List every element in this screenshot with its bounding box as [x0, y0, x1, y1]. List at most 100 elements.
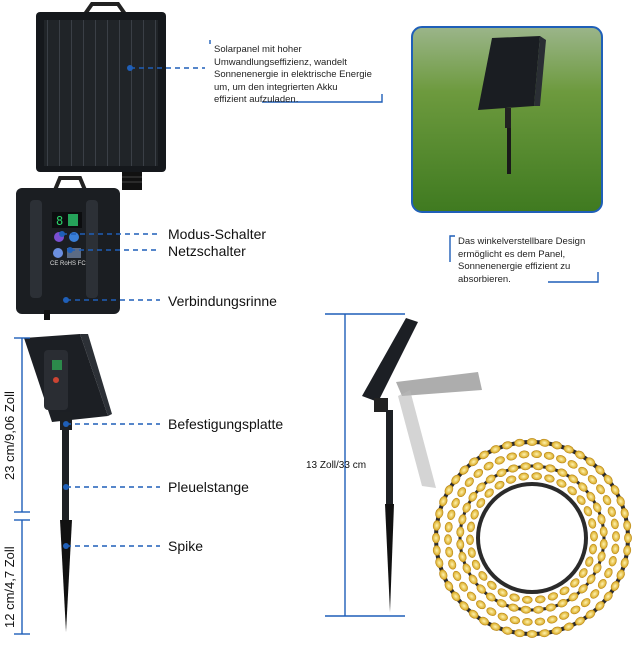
led-bulb — [476, 482, 486, 492]
led-bulb — [459, 601, 469, 611]
led-bulb — [533, 605, 544, 614]
led-bulb — [585, 556, 594, 567]
led-bulb — [531, 450, 542, 459]
led-bulb — [526, 438, 538, 446]
led-bulb — [518, 450, 530, 459]
led-bulb — [623, 545, 632, 556]
led-bulb — [468, 457, 479, 467]
connection-groove-label: Verbindungsrinne — [168, 293, 277, 309]
led-bulb — [506, 452, 517, 461]
led-bulb — [501, 441, 513, 450]
mounting-plate-label: Befestigungsplatte — [168, 416, 284, 432]
led-bulb — [514, 629, 525, 638]
callout-dot — [63, 543, 69, 549]
led-bulb — [484, 488, 494, 498]
led-bulb — [599, 538, 608, 550]
led-bulb — [451, 474, 461, 485]
led-bulb — [575, 450, 585, 460]
callout-dot — [127, 65, 133, 71]
led-bulb — [578, 482, 588, 492]
callout-solar-bracket-bottom — [262, 94, 383, 103]
led-bulb — [462, 502, 471, 513]
led-bulb — [444, 534, 452, 545]
led-bulb — [451, 591, 461, 602]
led-bulb — [568, 592, 579, 602]
led-bulb — [435, 507, 444, 519]
led-string-light — [432, 438, 632, 638]
led-bulb — [435, 557, 444, 569]
led-bulb — [532, 462, 544, 471]
callout-dot — [63, 421, 69, 427]
led-bulb — [603, 474, 613, 485]
led-bulb — [444, 485, 454, 495]
lower-height-dimension: 12 cm/4,7 Zoll — [2, 546, 17, 628]
led-bulb — [544, 474, 555, 483]
led-bulb — [473, 468, 484, 478]
led-bulb — [603, 591, 613, 602]
led-bulb — [501, 626, 513, 635]
callout-dot — [59, 231, 65, 237]
led-bulb — [479, 616, 489, 626]
led-bulb — [539, 438, 550, 447]
led-bulb — [616, 496, 625, 507]
led-bulb — [476, 584, 486, 594]
led-bulb — [567, 486, 577, 496]
led-bulb — [595, 465, 605, 475]
led-bulb — [471, 559, 481, 570]
led-bulb — [623, 520, 632, 531]
led-bulb — [467, 521, 475, 533]
led-bulb — [568, 474, 579, 484]
led-bulb — [557, 468, 568, 477]
led-bulb — [476, 498, 486, 508]
led-bulb — [476, 600, 486, 610]
solar-panel-description: Solarpanel mit hoher Umwandlungseffizien… — [214, 44, 384, 107]
desc-line: Umwandlungseffizienz, wandelt — [214, 56, 347, 68]
callout-angle-bracket — [449, 235, 455, 262]
desc-line: absorbieren. — [458, 273, 511, 285]
led-bulb — [559, 611, 570, 620]
led-bulb — [507, 464, 519, 473]
led-bulb — [596, 484, 605, 495]
led-bulb — [456, 539, 465, 550]
led-bulb — [483, 461, 494, 471]
led-bulb — [468, 609, 479, 619]
led-bulb — [610, 518, 619, 530]
led-bulb — [567, 460, 578, 469]
led-bulb — [599, 526, 608, 537]
led-bulb — [547, 615, 558, 624]
led-bulb — [535, 595, 546, 604]
led-bulb — [494, 456, 505, 465]
led-bulb — [611, 543, 620, 555]
led-bulb — [547, 592, 559, 601]
led-bulb — [509, 593, 520, 602]
led-bulb — [608, 555, 617, 567]
led-bulb — [444, 581, 454, 591]
desc-line: Das winkelverstellbare Design — [458, 236, 586, 247]
led-bulb — [593, 502, 602, 513]
led-bulb — [466, 591, 477, 601]
led-bulb — [497, 588, 508, 597]
callout-dot — [63, 297, 69, 303]
led-bulb — [468, 491, 478, 502]
led-bulb — [570, 605, 581, 615]
led-bulb — [586, 574, 596, 585]
led-bulb — [586, 491, 596, 502]
led-bulb — [602, 495, 612, 506]
led-bulb — [452, 570, 462, 581]
led-bulb — [590, 589, 600, 599]
led-bulb — [468, 574, 478, 585]
led-bulb — [470, 509, 479, 520]
led-bulb — [448, 559, 457, 570]
battery-box: 8 — [16, 176, 120, 320]
led-bulb — [496, 599, 507, 608]
led-bulb — [439, 496, 448, 507]
led-bulb — [485, 474, 496, 484]
led-bulb — [490, 622, 501, 631]
certification-badge: CE RoHS FC — [50, 261, 86, 267]
led-bulb — [593, 563, 602, 574]
desc-line: Sonnenenergie in elektrische Energie — [214, 69, 372, 80]
led-bulb — [607, 506, 616, 517]
led-bulb — [459, 581, 468, 592]
garden-photo — [411, 26, 603, 213]
